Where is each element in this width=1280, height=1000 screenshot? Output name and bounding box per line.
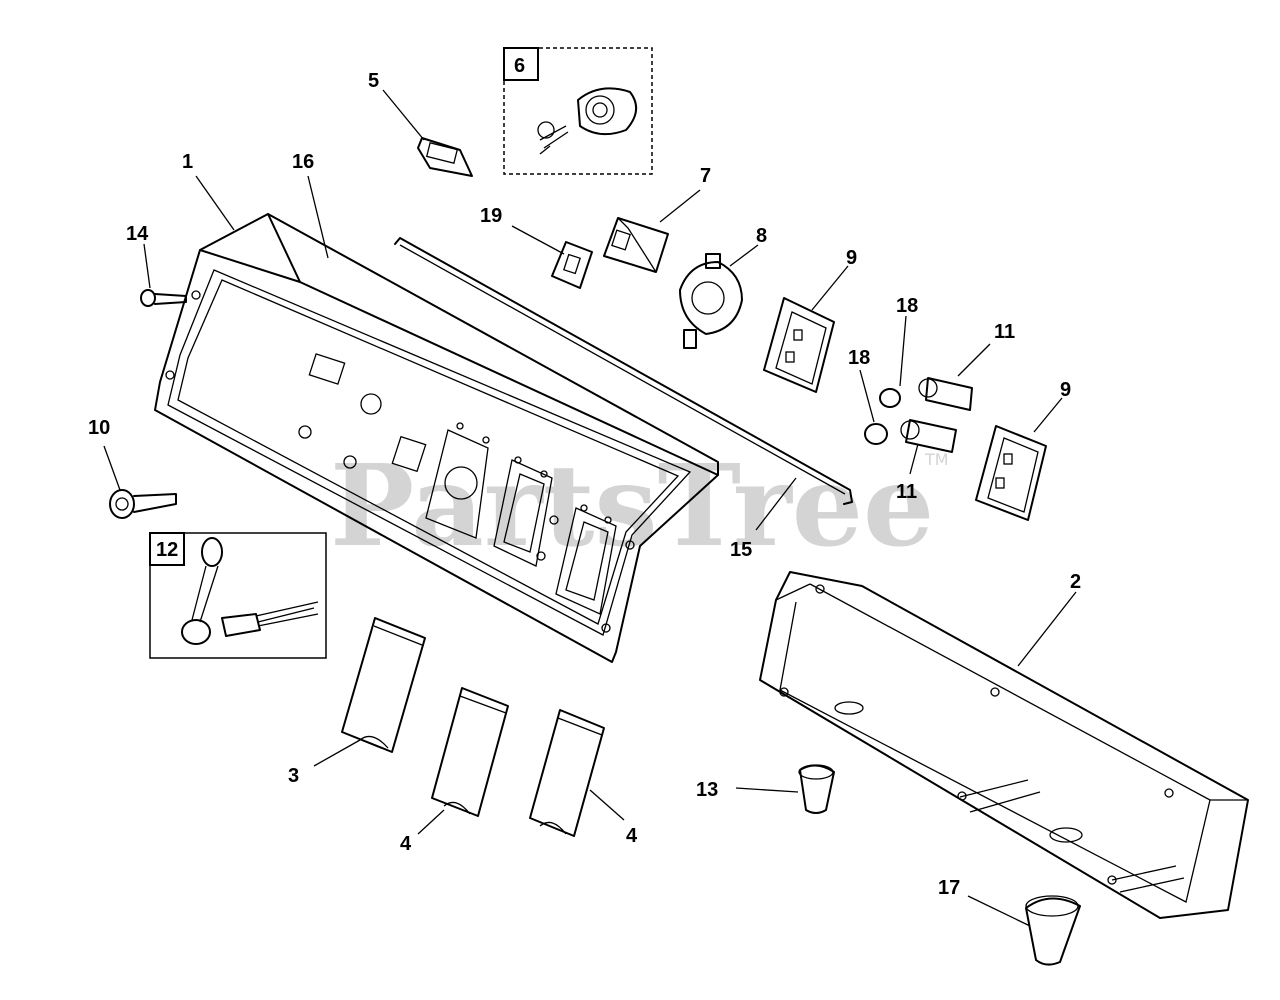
watermark-text: PartsTree [330, 441, 934, 572]
leader-lines [103, 89, 1077, 927]
callout-6: 6 [514, 55, 525, 77]
callout-15: 15 [730, 539, 752, 561]
hour-meter-part [417, 137, 473, 177]
callout-9b: 9 [1060, 379, 1071, 401]
callout-19: 19 [480, 205, 502, 227]
key-switch-box [503, 47, 653, 175]
label-plate-4a [431, 687, 509, 817]
plug-part [109, 489, 177, 519]
watermark: PartsTree TM [330, 441, 949, 572]
callout-16: 16 [292, 151, 314, 173]
rear-housing-part [759, 571, 1249, 919]
breaker-11b [900, 419, 957, 453]
callout-9a: 9 [846, 247, 857, 269]
callout-12: 12 [156, 539, 178, 561]
callout-14: 14 [126, 223, 149, 245]
callout-17: 17 [938, 877, 960, 899]
duplex-receptacle-9a [763, 297, 835, 393]
breaker-11a [918, 377, 973, 411]
duplex-receptacle-9b [975, 425, 1047, 521]
callout-7: 7 [700, 165, 711, 187]
label-plate-4b [529, 709, 605, 837]
label-plate-3 [341, 617, 426, 753]
watermark-trademark: TM [924, 450, 949, 469]
callout-11a: 11 [994, 321, 1015, 343]
callout-10: 10 [88, 417, 110, 439]
cap-tether-box [149, 532, 327, 659]
callout-1: 1 [182, 151, 193, 173]
callout-18b: 18 [848, 347, 870, 369]
rod-part [394, 237, 853, 505]
callout-3: 3 [288, 765, 299, 787]
callout-11b: 11 [896, 481, 917, 503]
boot-18b [864, 423, 888, 445]
boot-18a [879, 388, 901, 408]
round-receptacle-part [679, 253, 743, 349]
control-panel-part [154, 213, 719, 663]
callout-labels: 1 2 3 4 4 5 6 7 8 9 9 10 11 11 12 13 14 … [88, 55, 1081, 899]
callout-4b: 4 [626, 825, 638, 847]
callout-2: 2 [1070, 571, 1081, 593]
callout-5: 5 [368, 70, 379, 92]
plug-cap-17 [1025, 895, 1081, 966]
callout-18a: 18 [896, 295, 918, 317]
callout-4a: 4 [400, 833, 412, 855]
screw-part [140, 289, 187, 307]
callout-13: 13 [696, 779, 718, 801]
callout-8: 8 [756, 225, 767, 247]
switch-block-part [603, 217, 669, 273]
plug-cap-13 [798, 764, 835, 814]
rocker-switch-part [551, 241, 593, 289]
